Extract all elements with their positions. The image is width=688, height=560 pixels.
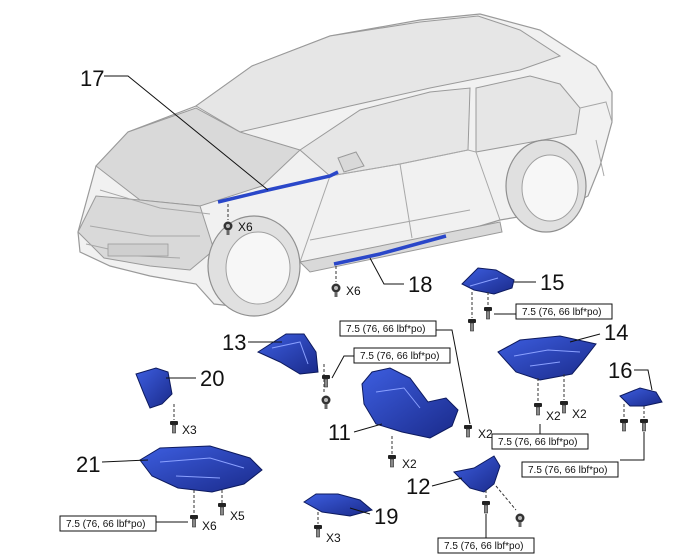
- callout-12: 12: [406, 474, 430, 499]
- part-15: [461, 267, 515, 295]
- callout-20: 20: [200, 366, 224, 391]
- qty-x5-21: X5: [230, 509, 245, 523]
- bolt-icon: [189, 514, 199, 528]
- torque-15: 7.5 (76, 66 lbf*po): [522, 307, 602, 318]
- bolt-icon: [169, 420, 179, 434]
- part-12: [452, 455, 501, 493]
- qty-x2-14b: X2: [572, 407, 587, 421]
- torque-21: 7.5 (76, 66 lbf*po): [66, 519, 146, 530]
- part-11: [361, 367, 459, 439]
- torque-11a: 7.5 (76, 66 lbf*po): [346, 324, 426, 335]
- qty-x6-21: X6: [202, 519, 217, 533]
- callout-15: 15: [540, 270, 564, 295]
- part-21: [139, 445, 263, 493]
- bolt-icon: [619, 418, 629, 432]
- bolt-icon: [217, 502, 227, 516]
- qty-x2-11b: X2: [478, 427, 493, 441]
- bolt-icon: [467, 318, 477, 332]
- callout-14: 14: [604, 320, 628, 345]
- bolt-icon: [481, 500, 491, 514]
- part-20: [135, 367, 173, 409]
- bolt-icon: [313, 524, 323, 538]
- qty-x2-14a: X2: [546, 409, 561, 423]
- torque-16: 7.5 (76, 66 lbf*po): [528, 465, 608, 476]
- torque-14: 7.5 (76, 66 lbf*po): [498, 437, 578, 448]
- qty-x2-11a: X2: [402, 457, 417, 471]
- bolt-icon: [387, 454, 397, 468]
- part-14: [497, 335, 597, 381]
- callout-11: 11: [328, 420, 351, 445]
- bolt-icon: [533, 402, 543, 416]
- bolt-icon: [483, 306, 493, 320]
- bolt-icon: [463, 424, 473, 438]
- clip-icon: [515, 513, 525, 527]
- qty-x6-side: X6: [346, 284, 361, 298]
- callout-21: 21: [76, 452, 100, 477]
- part-13: [256, 333, 319, 375]
- part-17-hood-seal: [217, 170, 339, 204]
- qty-x3-20: X3: [182, 423, 197, 437]
- bolt-icon: [639, 418, 649, 432]
- vehicle-illustration: [77, 13, 613, 317]
- torque-13: 7.5 (76, 66 lbf*po): [360, 351, 440, 362]
- part-18-sill-strip: [333, 234, 447, 266]
- bolt-icon: [559, 400, 569, 414]
- callout-13: 13: [222, 330, 246, 355]
- callout-16: 16: [608, 358, 632, 383]
- callout-18: 18: [408, 272, 432, 297]
- qty-x6-hood: X6: [238, 220, 253, 234]
- callout-19: 19: [374, 504, 398, 529]
- bolt-icon: [321, 374, 331, 388]
- clip-icon: [331, 283, 341, 297]
- qty-x3-19: X3: [326, 531, 341, 545]
- callout-17: 17: [80, 66, 104, 91]
- part-16: [619, 387, 663, 407]
- torque-12: 7.5 (76, 66 lbf*po): [444, 541, 524, 552]
- clip-icon: [321, 395, 331, 409]
- part-19: [303, 493, 374, 517]
